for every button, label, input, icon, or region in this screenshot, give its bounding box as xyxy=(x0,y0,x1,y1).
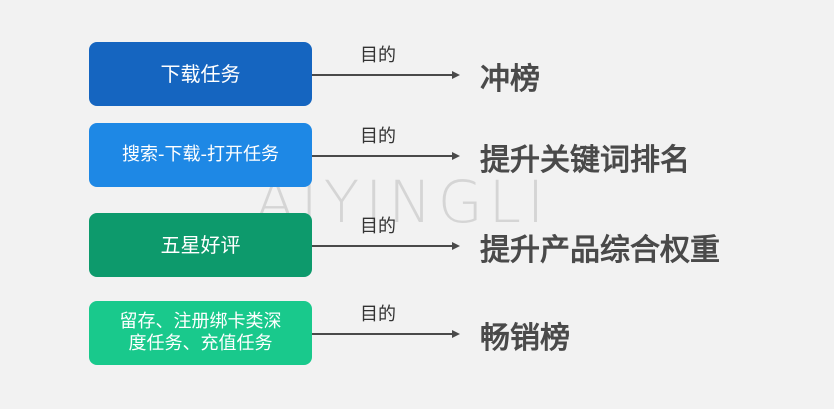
task-box-download: 下载任务 xyxy=(89,42,312,106)
flow-row-3: 五星好评 目的 提升产品综合权重 xyxy=(0,213,834,277)
task-box-retention-deep: 留存、注册绑卡类深 度任务、充值任务 xyxy=(89,301,312,365)
flow-row-1: 下载任务 目的 冲榜 xyxy=(0,42,834,106)
task-box-search-download-open: 搜索-下载-打开任务 xyxy=(89,123,312,187)
flow-row-2: 搜索-下载-打开任务 目的 提升关键词排名 xyxy=(0,123,834,187)
goal-text: 畅销榜 xyxy=(480,321,570,356)
arrow-label: 目的 xyxy=(360,304,396,325)
task-box-five-star-review: 五星好评 xyxy=(89,213,312,277)
arrow-label: 目的 xyxy=(360,45,396,66)
arrow-label: 目的 xyxy=(360,126,396,147)
goal-text: 提升关键词排名 xyxy=(480,143,690,178)
arrow-label: 目的 xyxy=(360,216,396,237)
arrow-icon xyxy=(312,71,460,79)
flow-row-4: 留存、注册绑卡类深 度任务、充值任务 目的 畅销榜 xyxy=(0,301,834,365)
arrow-icon xyxy=(312,330,460,338)
arrow-icon xyxy=(312,152,460,160)
goal-text: 冲榜 xyxy=(480,62,540,97)
goal-text: 提升产品综合权重 xyxy=(480,233,720,268)
arrow-icon xyxy=(312,242,460,250)
